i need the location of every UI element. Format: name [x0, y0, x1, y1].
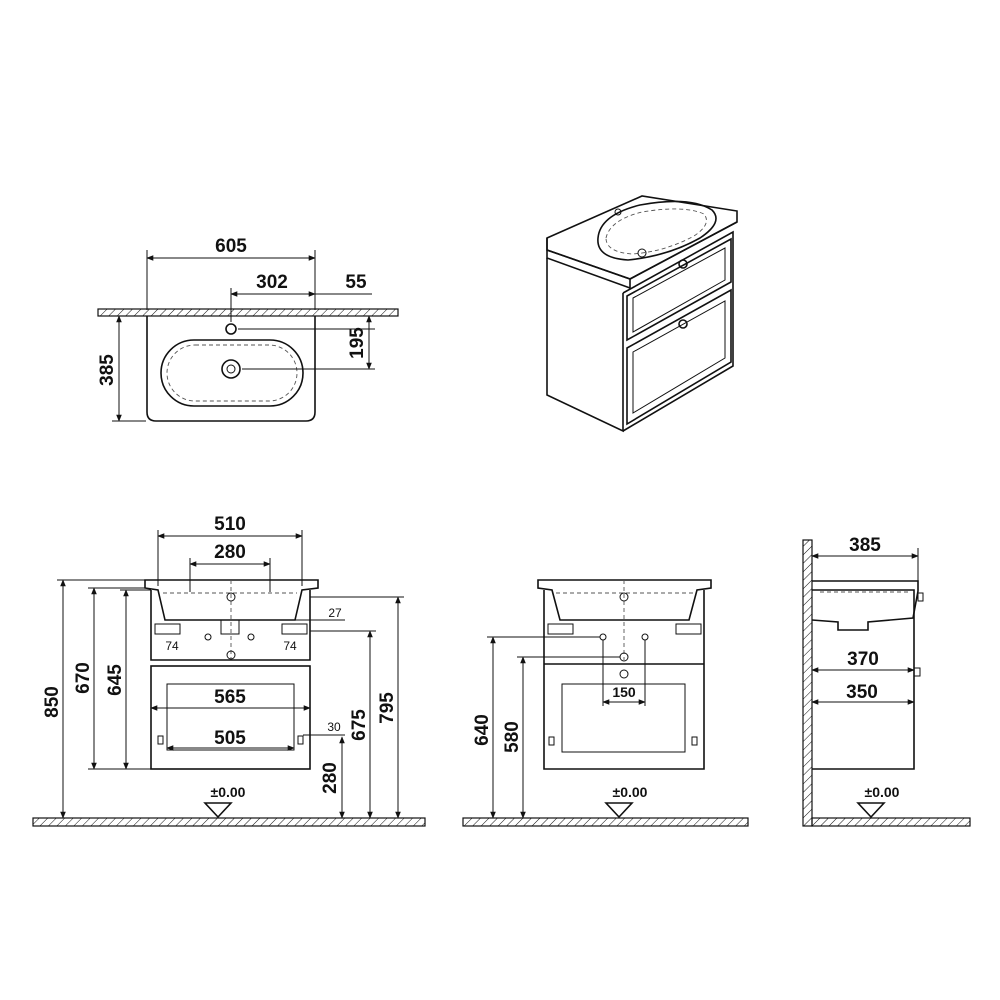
dim-850: 850	[42, 686, 63, 718]
front-view: 510 280 27 74 74 565 505 30 850 670 645	[32, 514, 426, 827]
back-cabinet	[543, 590, 705, 770]
dim-30: 30	[327, 720, 341, 734]
iso-top-edge	[546, 238, 631, 290]
dim-150: 150	[612, 684, 636, 700]
front-floor-label: ±0.00	[211, 784, 246, 800]
dim-505: 505	[214, 728, 246, 749]
back-basin	[537, 579, 712, 621]
top-view-bowl	[160, 339, 304, 407]
side-floor	[811, 817, 971, 827]
back-floor	[462, 817, 749, 827]
top-view-bowl-inner	[166, 344, 298, 402]
isometric-view	[546, 195, 738, 433]
dim-795: 795	[377, 692, 398, 724]
front-floor	[32, 817, 426, 827]
back-view: 640 580 150 ±0.00	[462, 579, 749, 827]
dim-350: 350	[846, 682, 878, 703]
dim-280-side: 280	[320, 762, 341, 794]
side-floor-label: ±0.00	[865, 784, 900, 800]
iso-tap-hole	[614, 208, 622, 216]
dim-74-left: 74	[165, 639, 179, 653]
iso-bowl	[597, 200, 717, 261]
dim-605: 605	[215, 236, 247, 257]
iso-drawer-lower-panel	[632, 300, 726, 414]
dim-302: 302	[256, 272, 288, 293]
iso-bowl-inner	[605, 208, 707, 255]
iso-drawer-upper	[626, 237, 732, 342]
back-floor-label: ±0.00	[613, 784, 648, 800]
side-view: 385 370 350 ±0.00	[802, 535, 971, 827]
front-basin	[144, 579, 319, 621]
front-drawer	[150, 665, 311, 770]
front-cabinet-upper	[150, 590, 311, 661]
iso-drawer-lower	[626, 288, 732, 426]
iso-drain	[637, 248, 647, 258]
dim-640: 640	[472, 714, 493, 746]
dim-385-top: 385	[97, 354, 118, 386]
dim-670: 670	[73, 662, 94, 694]
top-view-drain	[221, 359, 241, 379]
iso-handle-upper	[678, 259, 688, 269]
dim-580: 580	[502, 721, 523, 753]
dim-280-top: 280	[214, 542, 246, 563]
back-panel	[561, 683, 686, 753]
dim-645: 645	[105, 664, 126, 696]
top-view-drain-inner	[226, 364, 236, 374]
iso-cabinet-front	[622, 230, 734, 432]
dim-55: 55	[345, 272, 367, 293]
dim-385-side: 385	[849, 535, 881, 556]
top-view-wall	[97, 308, 399, 317]
iso-cabinet-side	[546, 258, 624, 433]
iso-handle-lower	[678, 319, 688, 329]
dim-74-right: 74	[283, 639, 297, 653]
dim-195: 195	[347, 327, 368, 359]
dim-370: 370	[847, 649, 879, 670]
top-view-tap-hole	[225, 323, 237, 335]
side-wall	[802, 539, 813, 827]
dim-510: 510	[214, 514, 246, 535]
top-view: 605 302 55 385 195	[97, 236, 399, 422]
dim-565: 565	[214, 687, 246, 708]
iso-top-edge-right	[629, 221, 738, 280]
side-cabinet	[812, 589, 915, 770]
back-floor-marker	[604, 802, 634, 819]
iso-drawer-upper-panel	[632, 247, 726, 333]
front-floor-marker	[203, 802, 233, 819]
side-basin	[811, 580, 919, 631]
dim-675: 675	[349, 709, 370, 741]
side-floor-marker	[856, 802, 886, 819]
dim-27: 27	[328, 606, 342, 620]
